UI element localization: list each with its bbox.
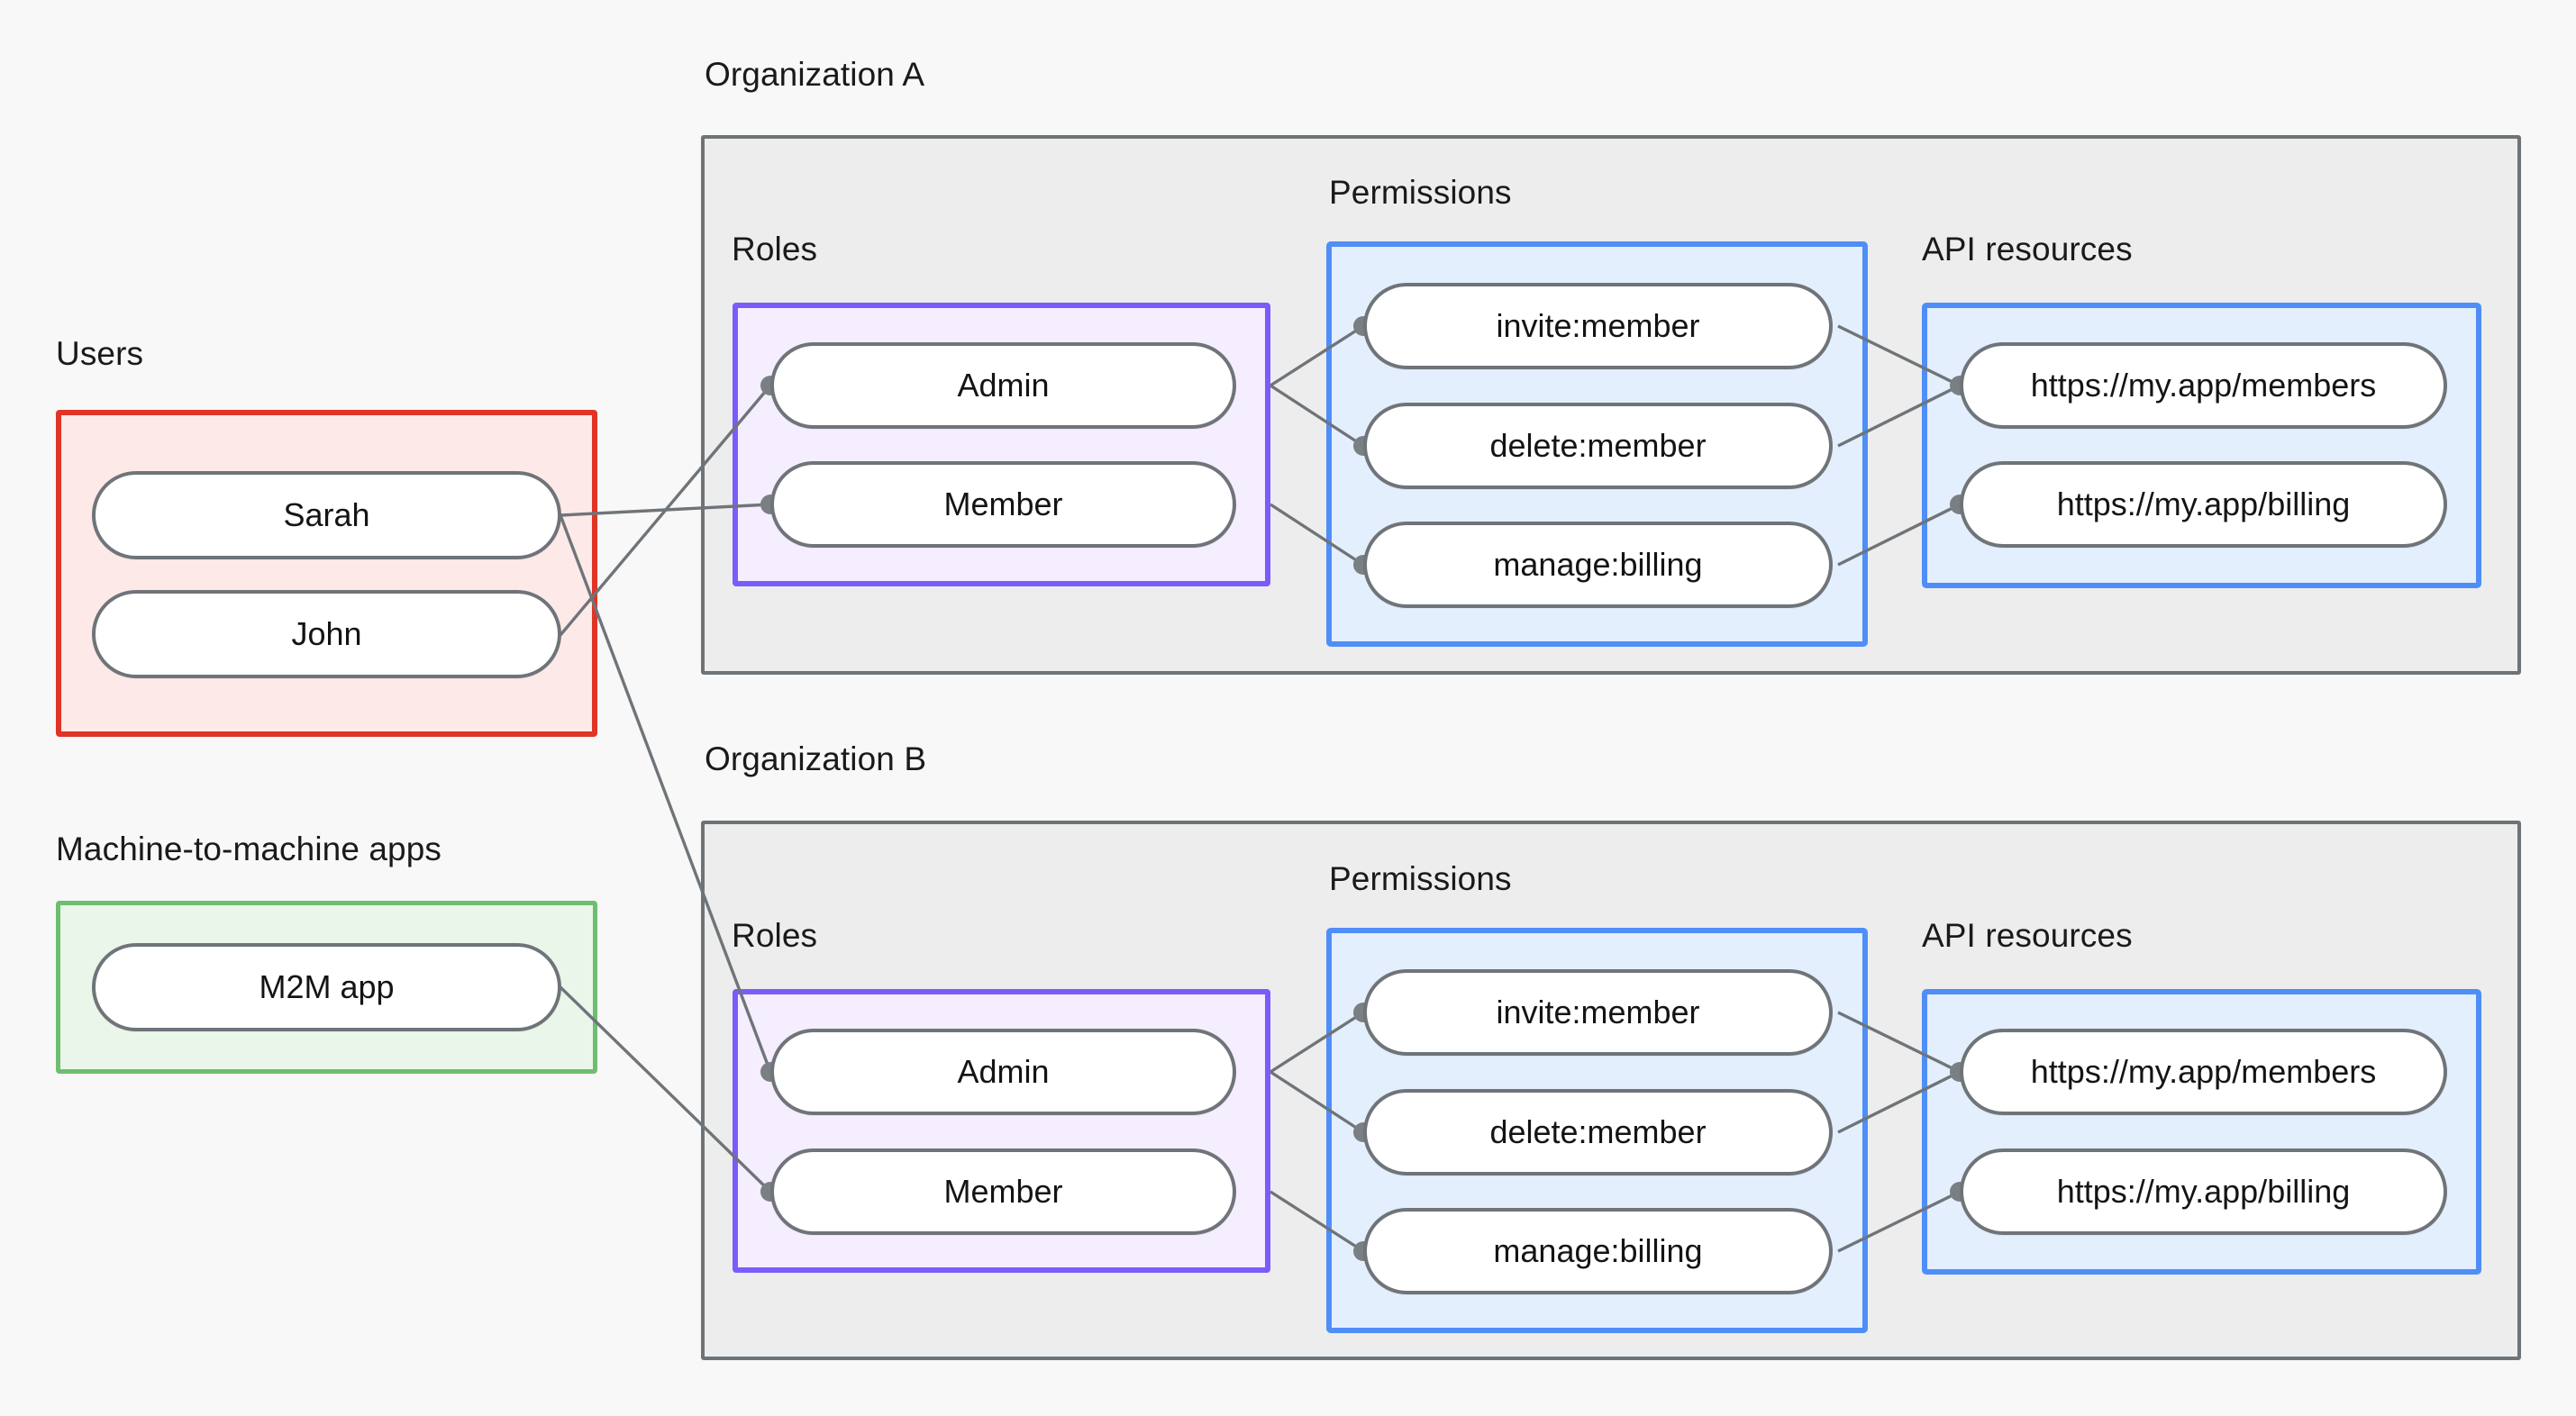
- orga-api-resource-billing[interactable]: https://my.app/billing: [1960, 461, 2447, 548]
- caption-orgb-permissions: Permissions: [1329, 860, 1512, 897]
- orgb-permission-delete-member[interactable]: delete:member: [1363, 1089, 1833, 1175]
- orgb-role-member[interactable]: Member: [770, 1148, 1236, 1235]
- orga-permission-invite-member[interactable]: invite:member: [1363, 283, 1833, 369]
- orga-role-admin[interactable]: Admin: [770, 342, 1236, 429]
- caption-organization-b: Organization B: [705, 740, 927, 777]
- caption-orga-api-resources: API resources: [1922, 231, 2133, 268]
- orga-api-resource-members[interactable]: https://my.app/members: [1960, 342, 2447, 429]
- caption-users: Users: [56, 335, 144, 372]
- orga-permission-delete-member[interactable]: delete:member: [1363, 403, 1833, 489]
- orgb-role-admin[interactable]: Admin: [770, 1029, 1236, 1115]
- caption-orga-roles: Roles: [732, 231, 818, 268]
- orgb-api-resource-billing[interactable]: https://my.app/billing: [1960, 1148, 2447, 1235]
- user-node-john[interactable]: John: [92, 590, 561, 678]
- caption-organization-a: Organization A: [705, 56, 925, 93]
- user-node-sarah[interactable]: Sarah: [92, 471, 561, 559]
- orga-role-member[interactable]: Member: [770, 461, 1236, 548]
- orgb-permission-invite-member[interactable]: invite:member: [1363, 969, 1833, 1056]
- users-group: [56, 410, 597, 737]
- caption-machine-to-machine-apps: Machine-to-machine apps: [56, 831, 442, 867]
- caption-orgb-roles: Roles: [732, 917, 818, 954]
- orgb-permission-manage-billing[interactable]: manage:billing: [1363, 1208, 1833, 1294]
- caption-orgb-api-resources: API resources: [1922, 917, 2133, 954]
- caption-orga-permissions: Permissions: [1329, 174, 1512, 211]
- orgb-api-resource-members[interactable]: https://my.app/members: [1960, 1029, 2447, 1115]
- m2m-node-app[interactable]: M2M app: [92, 943, 561, 1031]
- orga-permission-manage-billing[interactable]: manage:billing: [1363, 522, 1833, 608]
